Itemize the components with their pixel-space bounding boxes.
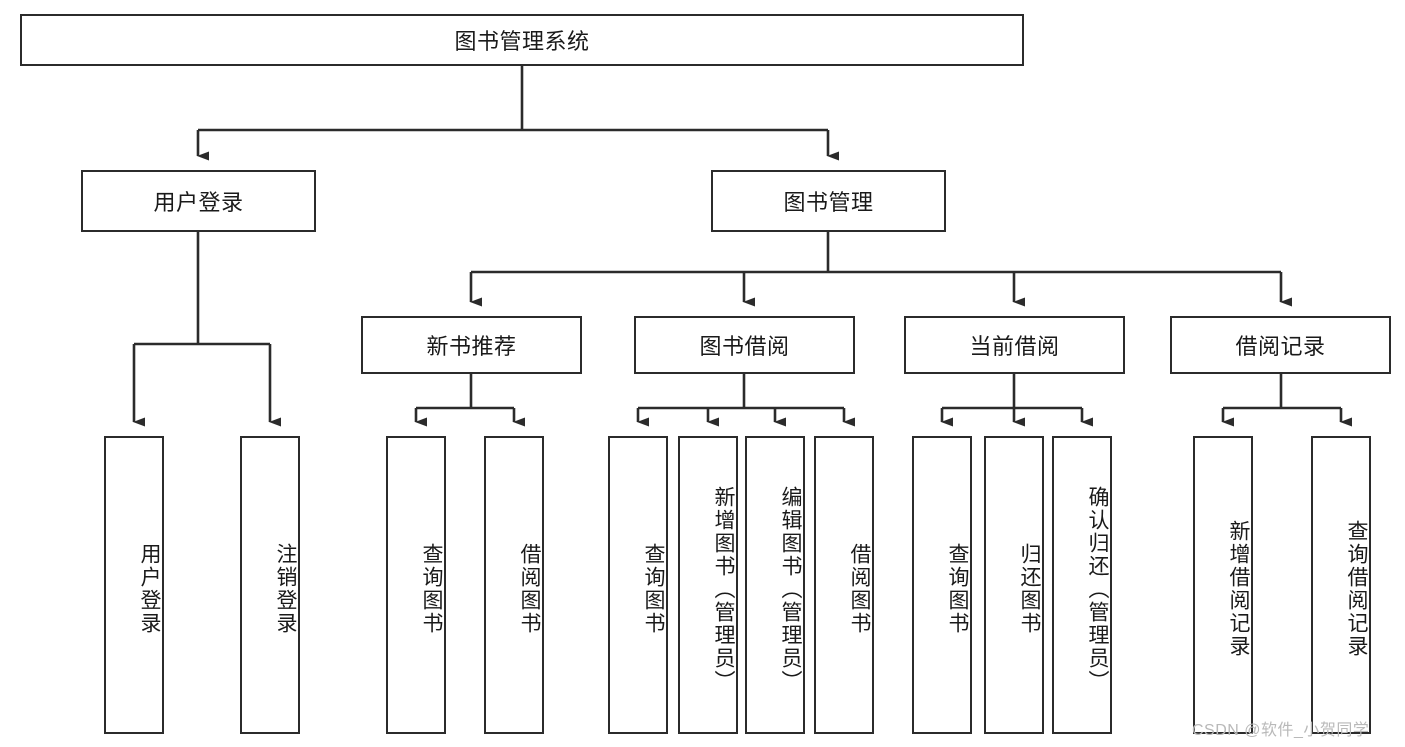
csdn-watermark: CSDN @软件_小贺同学: [1192, 722, 1370, 739]
leaf-label: 查询借阅记录: [1345, 520, 1368, 658]
leaf-label: 查询图书: [642, 543, 665, 635]
leaf-label: 借阅图书: [848, 543, 871, 635]
node-new-book-recommend-label: 新书推荐: [426, 334, 517, 359]
node-new-book-recommend[interactable]: 新书推荐: [361, 316, 582, 374]
leaf-label: 新增借阅记录: [1227, 520, 1250, 658]
node-book-borrow-label: 图书借阅: [699, 334, 790, 359]
leaf-label: 新增图书（管理员）: [712, 485, 735, 693]
leaf-logout[interactable]: 注销登录: [240, 436, 300, 734]
node-book-management[interactable]: 图书管理: [711, 170, 946, 232]
node-borrow-record-label: 借阅记录: [1235, 334, 1326, 359]
leaf-confirm-return-admin[interactable]: 确认归还（管理员）: [1052, 436, 1112, 734]
leaf-add-borrow-record[interactable]: 新增借阅记录: [1193, 436, 1253, 734]
leaf-user-login[interactable]: 用户登录: [104, 436, 164, 734]
node-root-label: 图书管理系统: [454, 29, 590, 54]
node-user-login-label: 用户登录: [153, 190, 244, 215]
leaf-label: 借阅图书: [518, 543, 541, 635]
leaf-label: 确认归还（管理员）: [1086, 485, 1109, 693]
leaf-query-borrow-record[interactable]: 查询借阅记录: [1311, 436, 1371, 734]
leaf-borrow-book[interactable]: 借阅图书: [814, 436, 874, 734]
leaf-add-book-admin[interactable]: 新增图书（管理员）: [678, 436, 738, 734]
node-book-management-label: 图书管理: [783, 190, 874, 215]
leaf-return-book[interactable]: 归还图书: [984, 436, 1044, 734]
node-book-borrow[interactable]: 图书借阅: [634, 316, 855, 374]
leaf-label: 查询图书: [420, 543, 443, 635]
leaf-query-book-recommend[interactable]: 查询图书: [386, 436, 446, 734]
node-current-borrow[interactable]: 当前借阅: [904, 316, 1125, 374]
node-user-login[interactable]: 用户登录: [81, 170, 316, 232]
leaf-label: 查询图书: [946, 543, 969, 635]
node-borrow-record[interactable]: 借阅记录: [1170, 316, 1391, 374]
node-current-borrow-label: 当前借阅: [969, 334, 1060, 359]
leaf-edit-book-admin[interactable]: 编辑图书（管理员）: [745, 436, 805, 734]
leaf-borrow-book-recommend[interactable]: 借阅图书: [484, 436, 544, 734]
leaf-label: 归还图书: [1018, 543, 1041, 635]
leaf-label: 注销登录: [274, 543, 297, 635]
node-root[interactable]: 图书管理系统: [20, 14, 1024, 66]
leaf-label: 编辑图书（管理员）: [779, 485, 802, 693]
leaf-query-book-current[interactable]: 查询图书: [912, 436, 972, 734]
leaf-label: 用户登录: [138, 543, 161, 635]
leaf-query-book-borrow[interactable]: 查询图书: [608, 436, 668, 734]
